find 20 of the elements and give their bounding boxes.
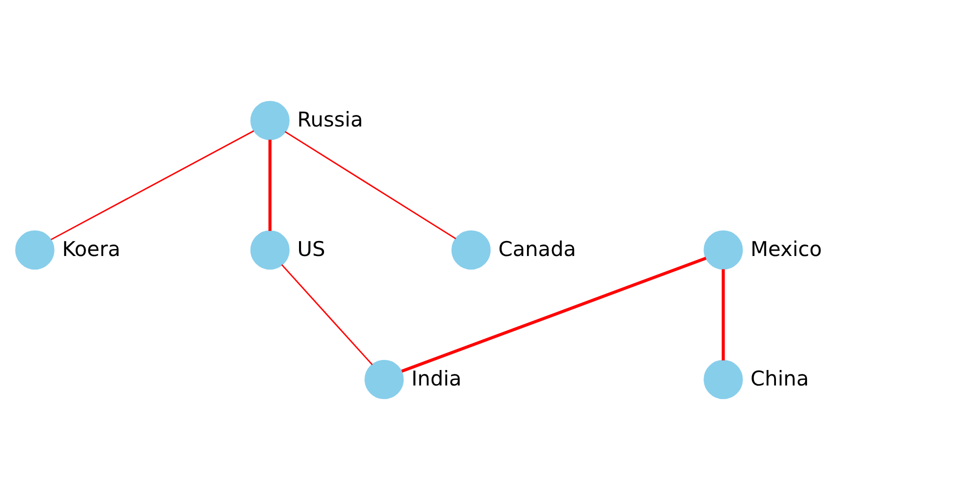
node-label: India [411, 366, 462, 391]
node-circle [704, 360, 743, 400]
node-circle [451, 230, 491, 270]
connector [401, 256, 707, 373]
node-circle [704, 230, 743, 270]
node-label: China [750, 366, 809, 391]
connector [722, 269, 725, 360]
connector [281, 264, 373, 366]
connector [50, 130, 254, 240]
node-label: Mexico [750, 237, 822, 262]
connector [284, 131, 456, 240]
node-label: Russia [297, 108, 363, 132]
node-label: Koera [62, 237, 120, 262]
node-circle [250, 230, 290, 270]
node-label: US [297, 237, 326, 262]
connector [268, 140, 272, 231]
node-label: Canada [498, 237, 576, 262]
node-circle [250, 100, 290, 140]
node-circle [364, 360, 404, 400]
node-circle [15, 230, 54, 270]
